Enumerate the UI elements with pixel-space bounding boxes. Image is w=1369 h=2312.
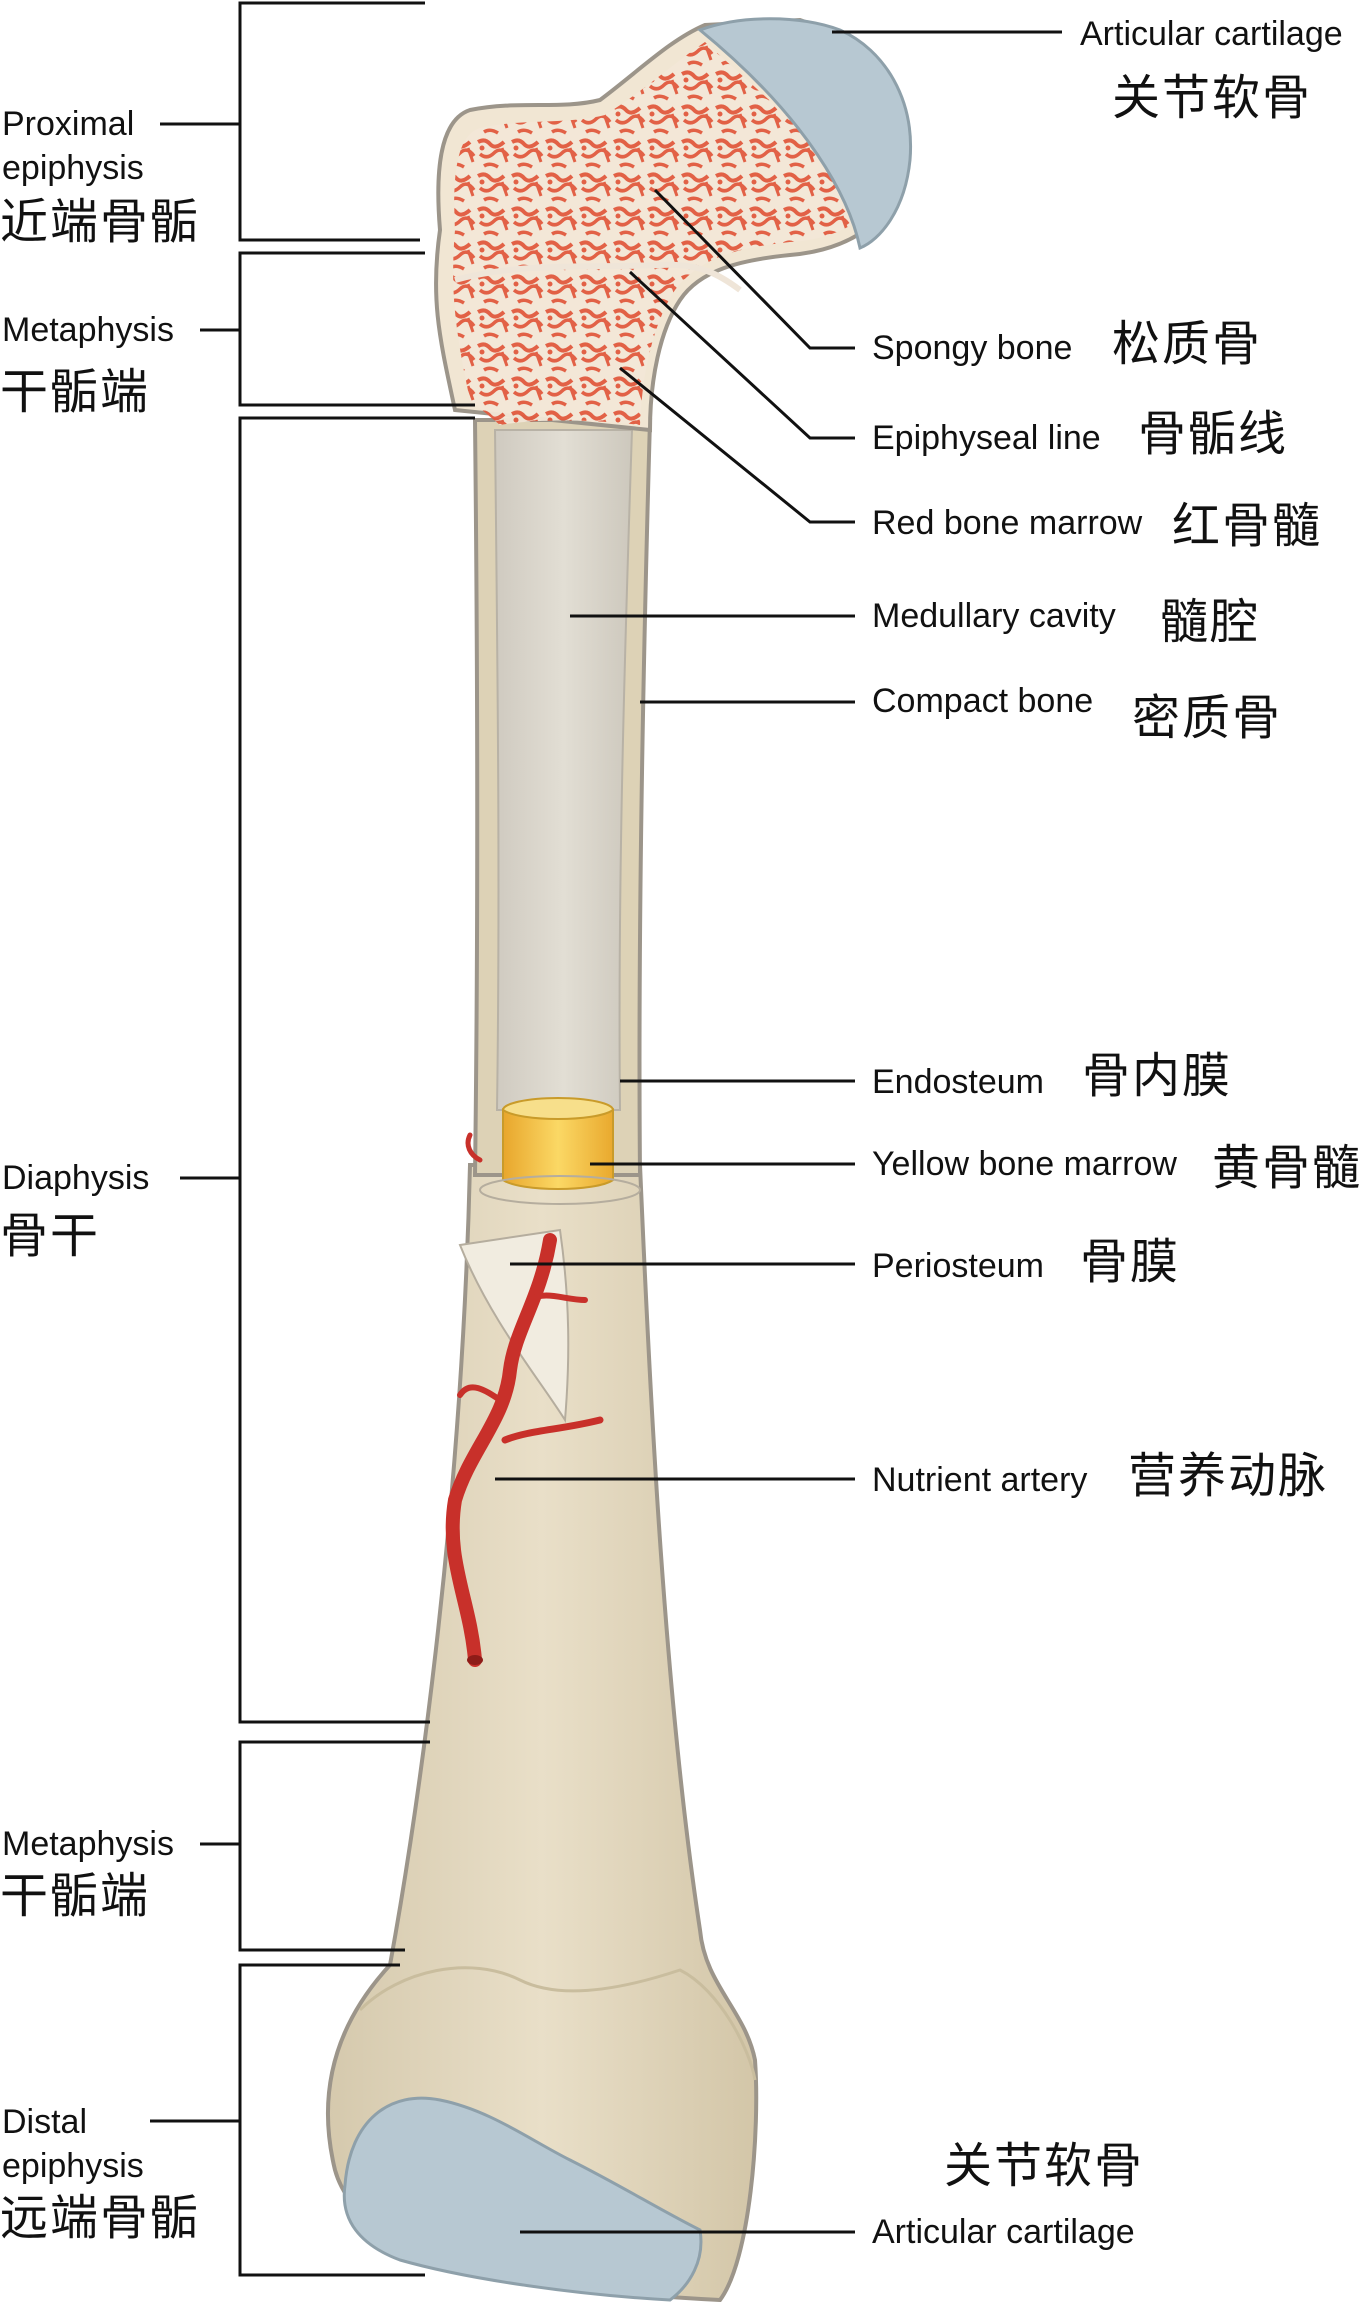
spongy-bone-region xyxy=(453,42,880,425)
bracket-metaphysis-bottom xyxy=(238,1740,430,1952)
label-metaphysis-bottom-en: Metaphysis xyxy=(2,1825,174,1863)
leader-spongy-bone xyxy=(653,188,855,350)
label-metaphysis-top-zh: 干骺端 xyxy=(0,364,151,420)
leader-red-marrow xyxy=(619,366,855,524)
label-epiphyseal-line-en: Epiphyseal line xyxy=(872,419,1101,457)
label-proximal-en-1: Proximal xyxy=(2,105,135,143)
label-articular-top-zh: 关节软骨 xyxy=(1112,70,1313,126)
label-spongy-bone-en: Spongy bone xyxy=(872,329,1073,367)
label-spongy-bone-zh: 松质骨 xyxy=(1112,316,1263,372)
label-articular-top-en: Articular cartilage xyxy=(1080,15,1343,53)
label-endosteum-en: Endosteum xyxy=(872,1063,1044,1101)
nutrient-artery xyxy=(445,1233,557,1667)
label-red-marrow-zh: 红骨髓 xyxy=(1172,498,1323,554)
label-proximal-en-2: epiphysis xyxy=(2,149,144,187)
label-yellow-marrow-zh: 黄骨髓 xyxy=(1212,1140,1363,1196)
label-diaphysis-en: Diaphysis xyxy=(2,1159,150,1197)
label-metaphysis-top-en: Metaphysis xyxy=(2,311,174,349)
label-compact-bone-zh: 密质骨 xyxy=(1132,690,1283,746)
artery-branch-4 xyxy=(465,1132,483,1163)
leader-lines xyxy=(495,30,1062,2234)
label-distal-zh: 远端骨骺 xyxy=(0,2190,201,2246)
artery-branch-3 xyxy=(527,1292,588,1303)
distal-condyle xyxy=(358,1966,757,2081)
label-nutrient-artery-en: Nutrient artery xyxy=(872,1461,1088,1499)
label-proximal-zh: 近端骨骺 xyxy=(0,194,201,250)
leader-epiphyseal-line xyxy=(628,270,855,440)
label-medullary-zh: 髓腔 xyxy=(1160,594,1261,650)
label-endosteum-zh: 骨内膜 xyxy=(1082,1048,1233,1104)
label-distal-en-1: Distal xyxy=(2,2103,88,2141)
artery-branch-1 xyxy=(501,1416,604,1444)
label-compact-bone-en: Compact bone xyxy=(872,682,1094,720)
label-nutrient-artery-zh: 营养动脉 xyxy=(1128,1448,1329,1504)
epiphyseal-line xyxy=(454,261,742,293)
label-periosteum-en: Periosteum xyxy=(872,1247,1044,1285)
label-diaphysis-zh: 骨干 xyxy=(0,1208,101,1264)
bracket-proximal-epiphysis xyxy=(238,1,425,242)
medullary-cavity xyxy=(493,429,634,1111)
articular-cartilage-bottom xyxy=(342,2096,703,2302)
label-epiphyseal-line-zh: 骨骺线 xyxy=(1138,406,1289,462)
articular-cartilage-top xyxy=(697,17,913,251)
artery-branch-2 xyxy=(457,1384,503,1403)
bracket-diaphysis xyxy=(238,416,475,1724)
artery-end xyxy=(467,1655,483,1665)
cut-ring xyxy=(479,1175,641,1205)
label-periosteum-zh: 骨膜 xyxy=(1080,1234,1181,1290)
label-articular-bottom-zh: 关节软骨 xyxy=(944,2138,1145,2194)
label-yellow-marrow-en: Yellow bone marrow xyxy=(872,1145,1177,1183)
label-distal-en-2: epiphysis xyxy=(2,2147,144,2185)
label-red-marrow-en: Red bone marrow xyxy=(872,504,1143,542)
label-articular-bottom-en: Articular cartilage xyxy=(872,2213,1135,2251)
label-medullary-en: Medullary cavity xyxy=(872,597,1116,635)
label-metaphysis-bottom-zh: 干骺端 xyxy=(0,1868,151,1924)
left-brackets xyxy=(150,1,475,2277)
